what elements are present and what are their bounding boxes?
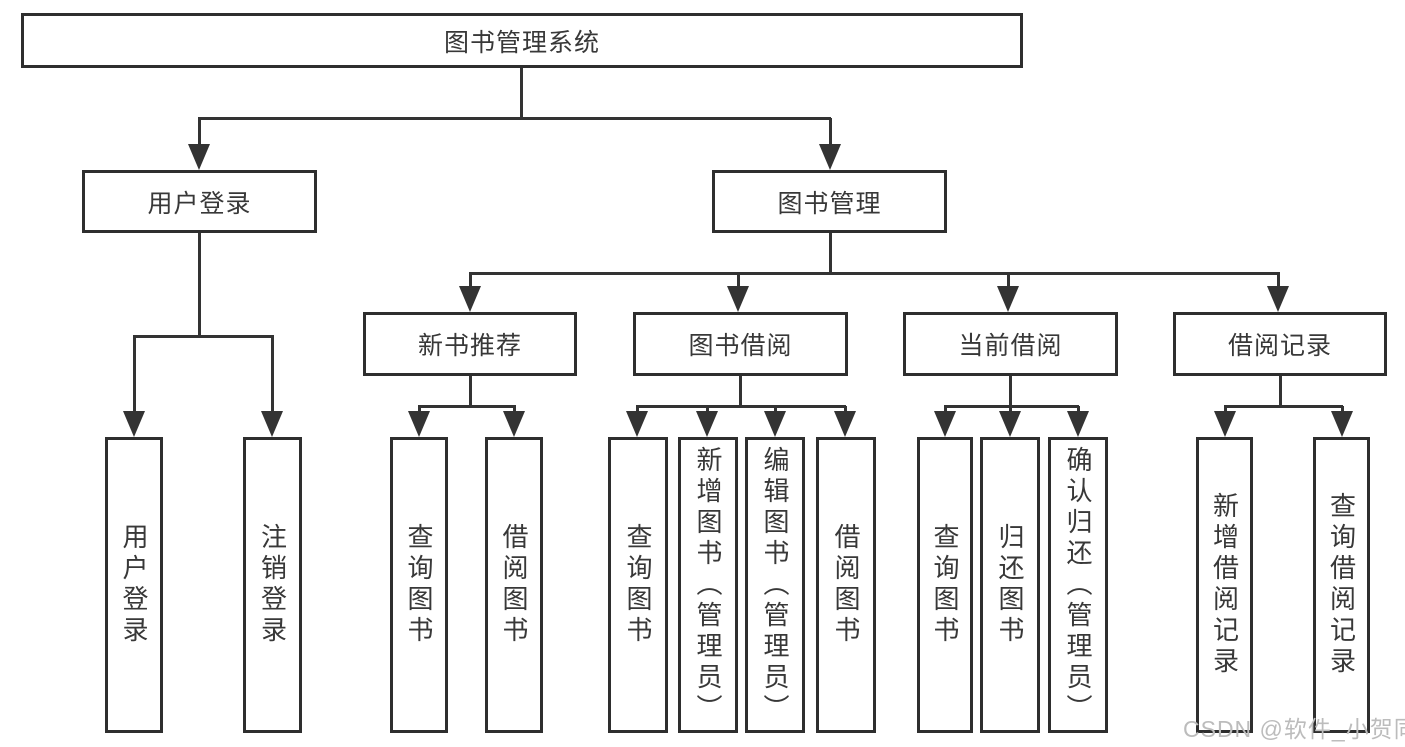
arrow-down-icon: [834, 411, 856, 437]
arrow-down-icon: [999, 411, 1021, 437]
node-leaf-bb-add-label: 新增图书（管理员）: [693, 445, 723, 725]
connector-book-mgmt-stem: [829, 233, 832, 274]
node-leaf-cb-confirm-label: 确认归还（管理员）: [1063, 445, 1093, 725]
node-borrow-records: 借阅记录: [1173, 312, 1387, 376]
node-root-label: 图书管理系统: [443, 28, 600, 57]
watermark: CSDN @软件_小贺同学: [1183, 716, 1405, 742]
connector-book-mgmt-drop: [829, 118, 832, 148]
node-leaf-bb-query-label: 查询图书: [623, 523, 653, 647]
node-book-mgmt-label: 图书管理: [777, 189, 882, 218]
arrow-down-icon: [188, 144, 210, 170]
arrow-down-icon: [1267, 286, 1289, 312]
connector-user-login-drop: [198, 118, 201, 148]
node-root: 图书管理系统: [21, 13, 1023, 68]
node-leaf-br-add: 新增借阅记录: [1196, 437, 1253, 733]
node-leaf-cb-query-label: 查询图书: [930, 523, 960, 647]
connector-level2-rail: [198, 117, 831, 120]
node-leaf-bb-borrow: 借阅图书: [816, 437, 876, 733]
node-user-login-label: 用户登录: [147, 189, 252, 218]
node-leaf-user-login-label: 用户登录: [119, 523, 149, 647]
arrow-down-icon: [764, 411, 786, 437]
node-new-book-rec: 新书推荐: [363, 312, 577, 376]
arrow-down-icon: [934, 411, 956, 437]
connector-level3-drop: [469, 273, 472, 291]
node-leaf-rec-borrow-label: 借阅图书: [499, 523, 529, 647]
node-current-borrow: 当前借阅: [903, 312, 1118, 376]
connector-book-borrow-stem: [739, 376, 742, 407]
arrow-down-icon: [1331, 411, 1353, 437]
arrow-down-icon: [696, 411, 718, 437]
connector-root-stem: [520, 68, 523, 118]
arrow-down-icon: [626, 411, 648, 437]
arrow-down-icon: [997, 286, 1019, 312]
connector-new-book-stem: [469, 376, 472, 407]
node-new-book-rec-label: 新书推荐: [417, 332, 522, 360]
node-leaf-rec-borrow: 借阅图书: [485, 437, 543, 733]
arrow-down-icon: [261, 411, 283, 437]
node-leaf-bb-edit: 编辑图书（管理员）: [745, 437, 805, 733]
connector-borrow-records-stem: [1279, 376, 1282, 407]
node-borrow-records-label: 借阅记录: [1227, 332, 1332, 360]
node-leaf-cb-return: 归还图书: [980, 437, 1040, 733]
node-leaf-br-add-label: 新增借阅记录: [1209, 492, 1240, 678]
node-leaf-br-query-label: 查询借阅记录: [1326, 492, 1357, 678]
node-leaf-br-query: 查询借阅记录: [1313, 437, 1370, 733]
node-leaf-bb-add: 新增图书（管理员）: [678, 437, 738, 733]
connector-current-borrow-stem: [1009, 376, 1012, 407]
node-book-borrow: 图书借阅: [633, 312, 848, 376]
node-leaf-bb-edit-label: 编辑图书（管理员）: [760, 445, 790, 725]
connector-level3-drop: [737, 273, 740, 291]
arrow-down-icon: [727, 286, 749, 312]
connector-borrow-records-rail: [1224, 405, 1343, 408]
arrow-down-icon: [819, 144, 841, 170]
node-leaf-rec-query: 查询图书: [390, 437, 448, 733]
node-leaf-rec-query-label: 查询图书: [404, 523, 434, 647]
node-leaf-logout-label: 注销登录: [257, 523, 288, 647]
node-leaf-user-login: 用户登录: [105, 437, 163, 733]
arrow-down-icon: [123, 411, 145, 437]
arrow-down-icon: [1214, 411, 1236, 437]
node-leaf-logout: 注销登录: [243, 437, 302, 733]
arrow-down-icon: [1067, 411, 1089, 437]
node-leaf-bb-borrow-label: 借阅图书: [831, 523, 861, 647]
connector-user-login-rail: [133, 335, 274, 338]
connector-level3-rail: [469, 272, 1280, 275]
connector-leaf-drop: [133, 336, 136, 416]
arrow-down-icon: [459, 286, 481, 312]
connector-level3-drop: [1007, 273, 1010, 291]
arrow-down-icon: [503, 411, 525, 437]
connector-new-book-rail: [418, 405, 516, 408]
connector-leaf-drop: [271, 336, 274, 416]
arrow-down-icon: [408, 411, 430, 437]
connector-level3-drop: [1277, 273, 1280, 291]
node-current-borrow-label: 当前借阅: [958, 332, 1063, 360]
node-leaf-bb-query: 查询图书: [608, 437, 668, 733]
node-leaf-cb-query: 查询图书: [917, 437, 973, 733]
connector-book-borrow-rail: [636, 405, 846, 408]
node-leaf-cb-return-label: 归还图书: [995, 523, 1025, 647]
node-book-mgmt: 图书管理: [712, 170, 947, 233]
node-user-login: 用户登录: [82, 170, 317, 233]
node-book-borrow-label: 图书借阅: [688, 332, 793, 360]
connector-user-login-stem: [198, 233, 201, 337]
node-leaf-cb-confirm: 确认归还（管理员）: [1048, 437, 1108, 733]
